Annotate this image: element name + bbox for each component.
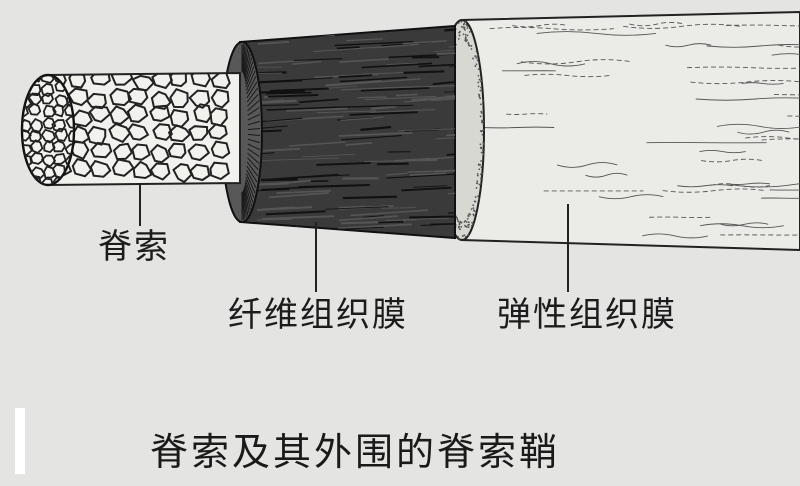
label-fibrous-membrane: 纤维组织膜 <box>228 295 408 335</box>
spinal-cord-shape <box>20 71 241 187</box>
label-elastic-membrane: 弹性组织膜 <box>497 295 677 335</box>
figure-caption: 脊索及其外围的脊索鞘 <box>150 430 561 474</box>
elastic-membrane-shape <box>439 10 800 252</box>
label-spinal-cord: 脊索 <box>98 227 170 267</box>
scan-edge-mark <box>15 408 25 474</box>
